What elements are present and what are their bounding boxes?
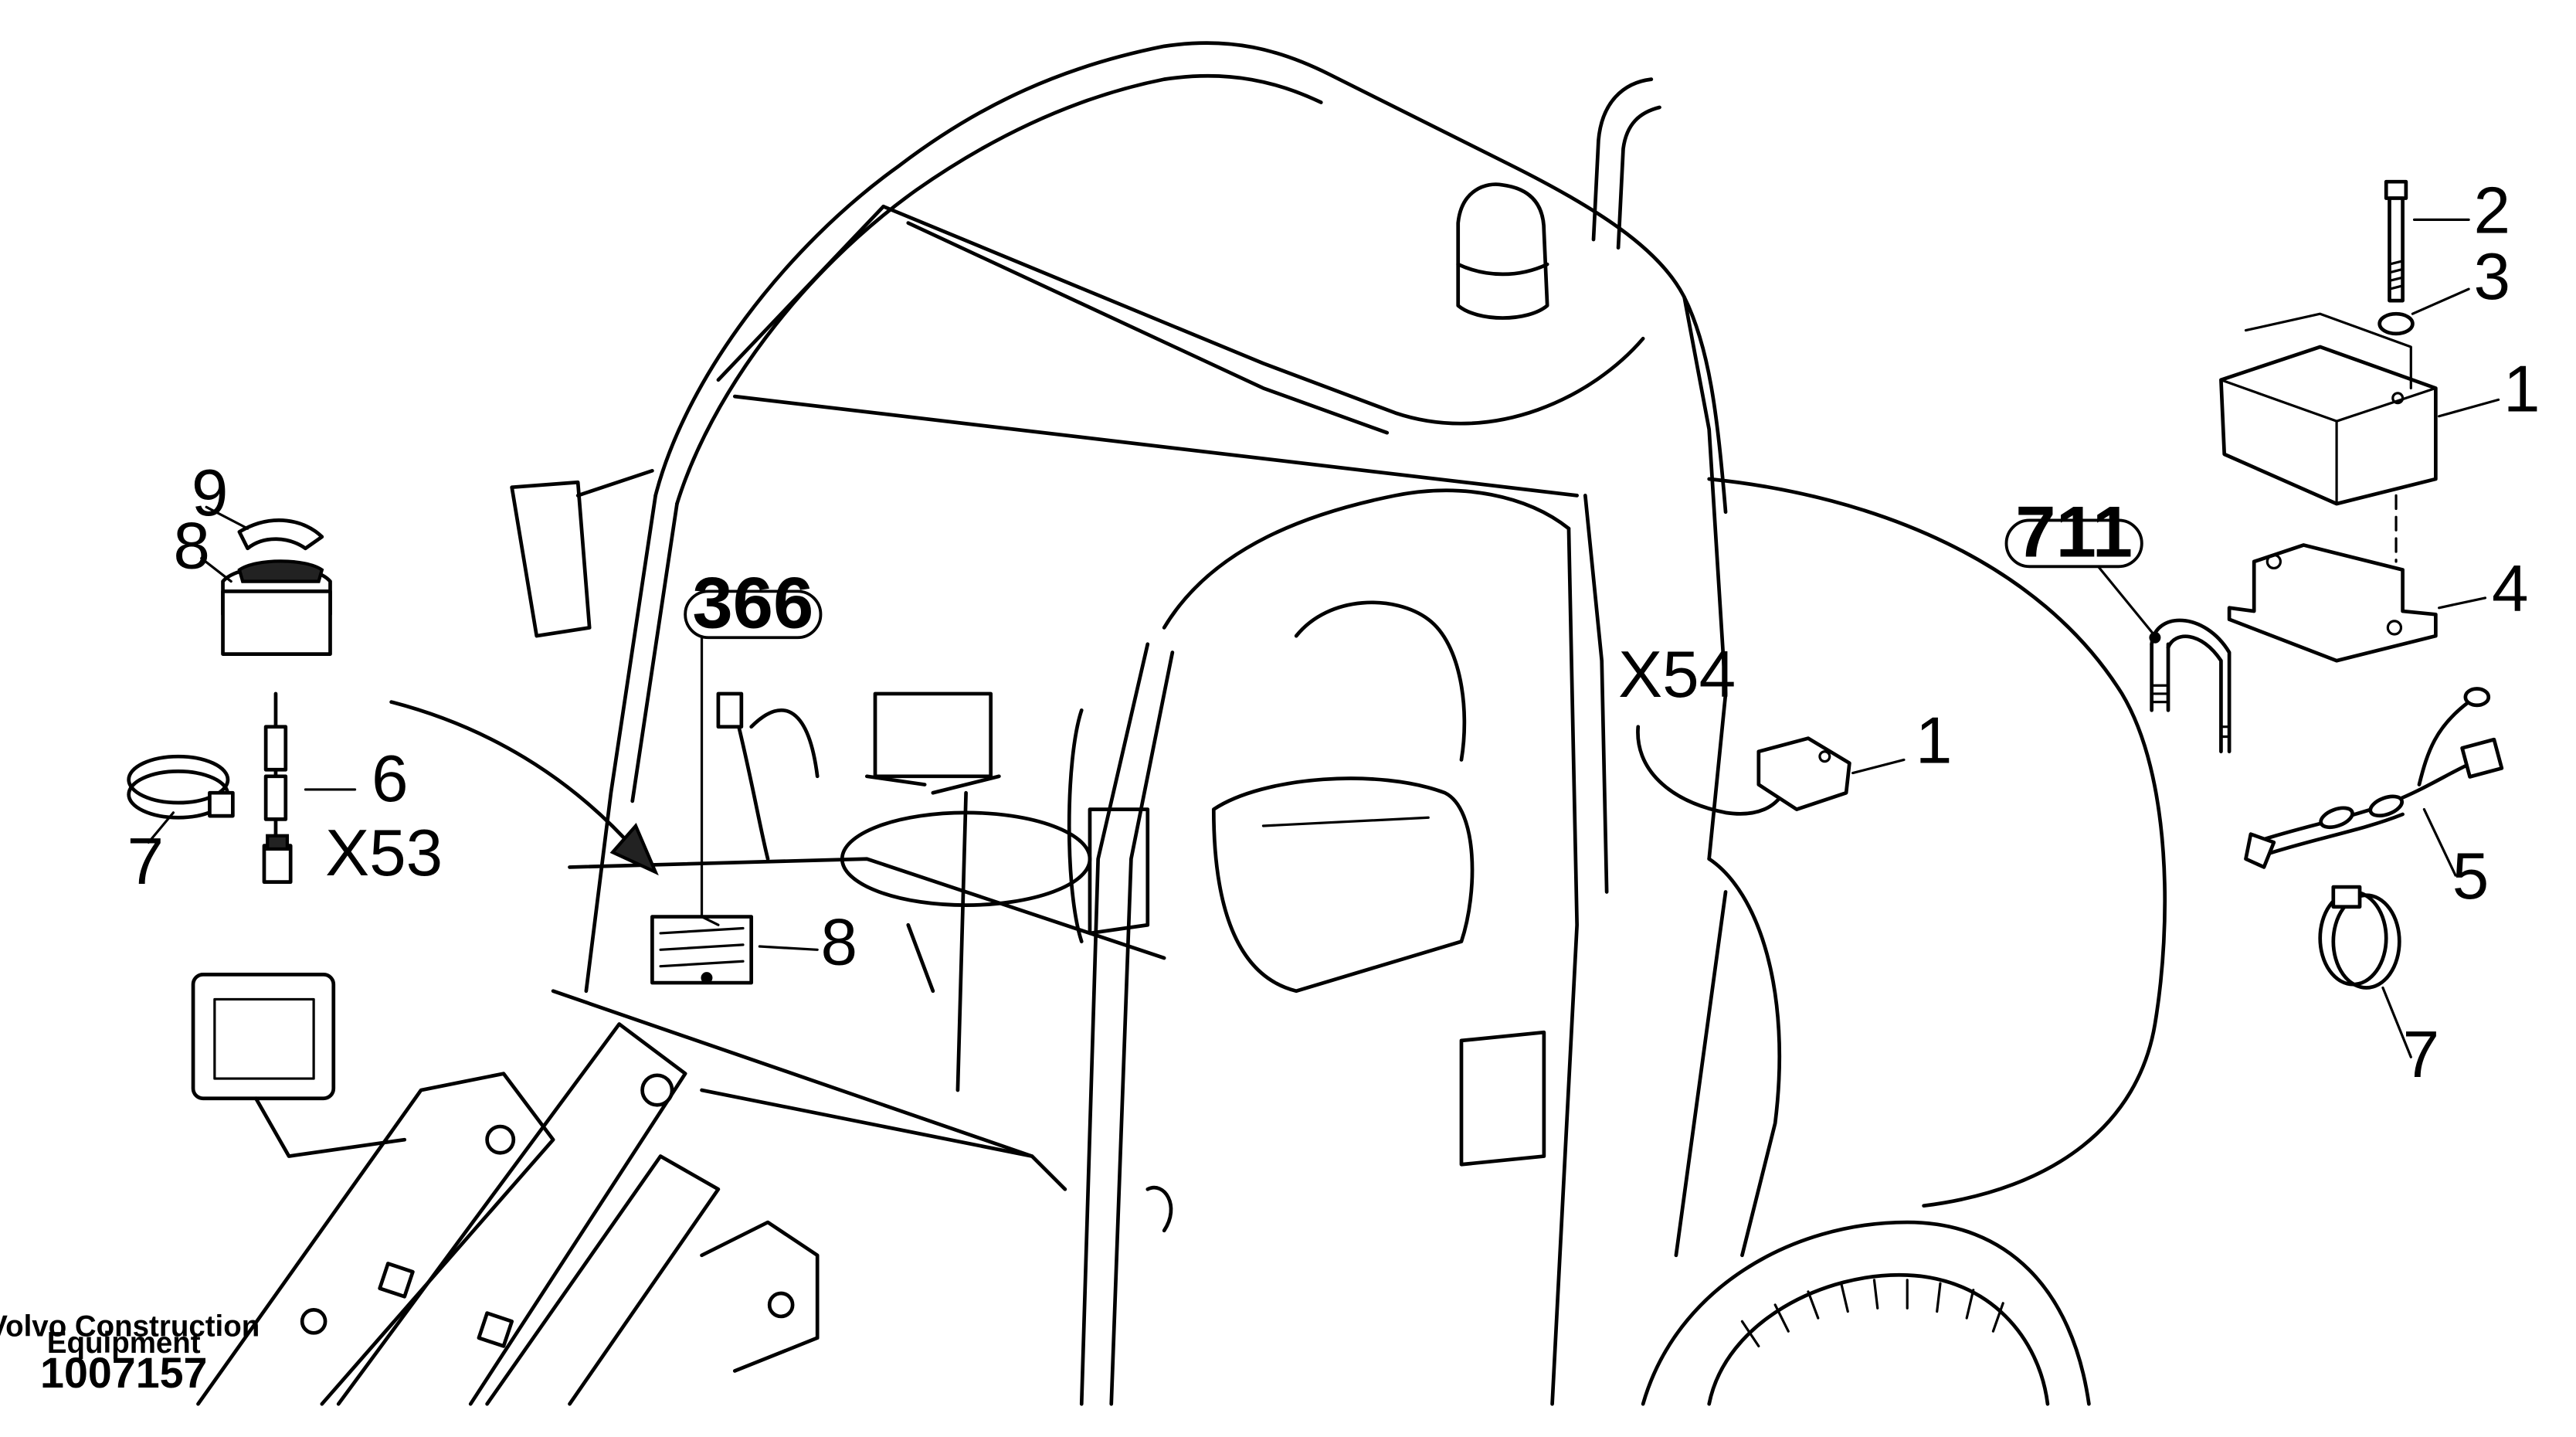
callout-labels: 9 8 6 7 8 1 2 3 1 4 5 7 (127, 174, 2540, 1091)
callout-right-3: 3 (2474, 240, 2511, 314)
callout-left-9: 9 (192, 457, 229, 530)
callout-right-1: 1 (2503, 352, 2540, 426)
bolt (2384, 179, 2408, 303)
hose-clamp (127, 754, 235, 820)
reference-box-label: 711 (2015, 491, 2133, 572)
callout-left-6: 6 (372, 742, 409, 816)
callout-dash-8: 8 (820, 906, 857, 980)
callout-right-5: 5 (2452, 840, 2489, 913)
reference-box-label: 366 (692, 562, 813, 643)
cable-harness (2244, 687, 2504, 869)
callout-right-4: 4 (2492, 552, 2529, 626)
relay-housing (2219, 312, 2438, 506)
callout-right-2: 2 (2474, 174, 2511, 247)
reference-leaders (700, 562, 2161, 984)
callout-right-7: 7 (2403, 1018, 2440, 1092)
footer-block: Volvo Construction Equipment 1007157 (0, 1310, 260, 1397)
u-bolt (2150, 618, 2232, 754)
rocker-switch (221, 559, 332, 656)
brand-name-line2: Equipment (47, 1327, 201, 1360)
callout-left-7: 7 (127, 825, 165, 899)
cab-relay-assembly (1636, 725, 1906, 816)
right-parts-group (2150, 179, 2504, 1058)
washer (2377, 311, 2415, 336)
brand-name-line1: Volvo Construction (0, 1310, 260, 1344)
connector-label-x54: X54 (1618, 638, 1736, 712)
mounting-bracket (2227, 543, 2438, 663)
document-number: 1007157 (40, 1349, 207, 1397)
machine-overview-drawing (191, 41, 2167, 1406)
cable-clamp (2318, 885, 2401, 990)
reference-box-711[interactable]: 711 (2004, 491, 2143, 572)
callout-left-8: 8 (173, 509, 210, 583)
callout-cab-1: 1 (1916, 705, 1953, 778)
left-parts-group (127, 505, 357, 885)
terminal-wire (262, 691, 293, 885)
connector-label-x53: X53 (325, 817, 443, 890)
reference-box-366[interactable]: 366 (684, 562, 823, 643)
switch-symbol-label (237, 518, 324, 551)
